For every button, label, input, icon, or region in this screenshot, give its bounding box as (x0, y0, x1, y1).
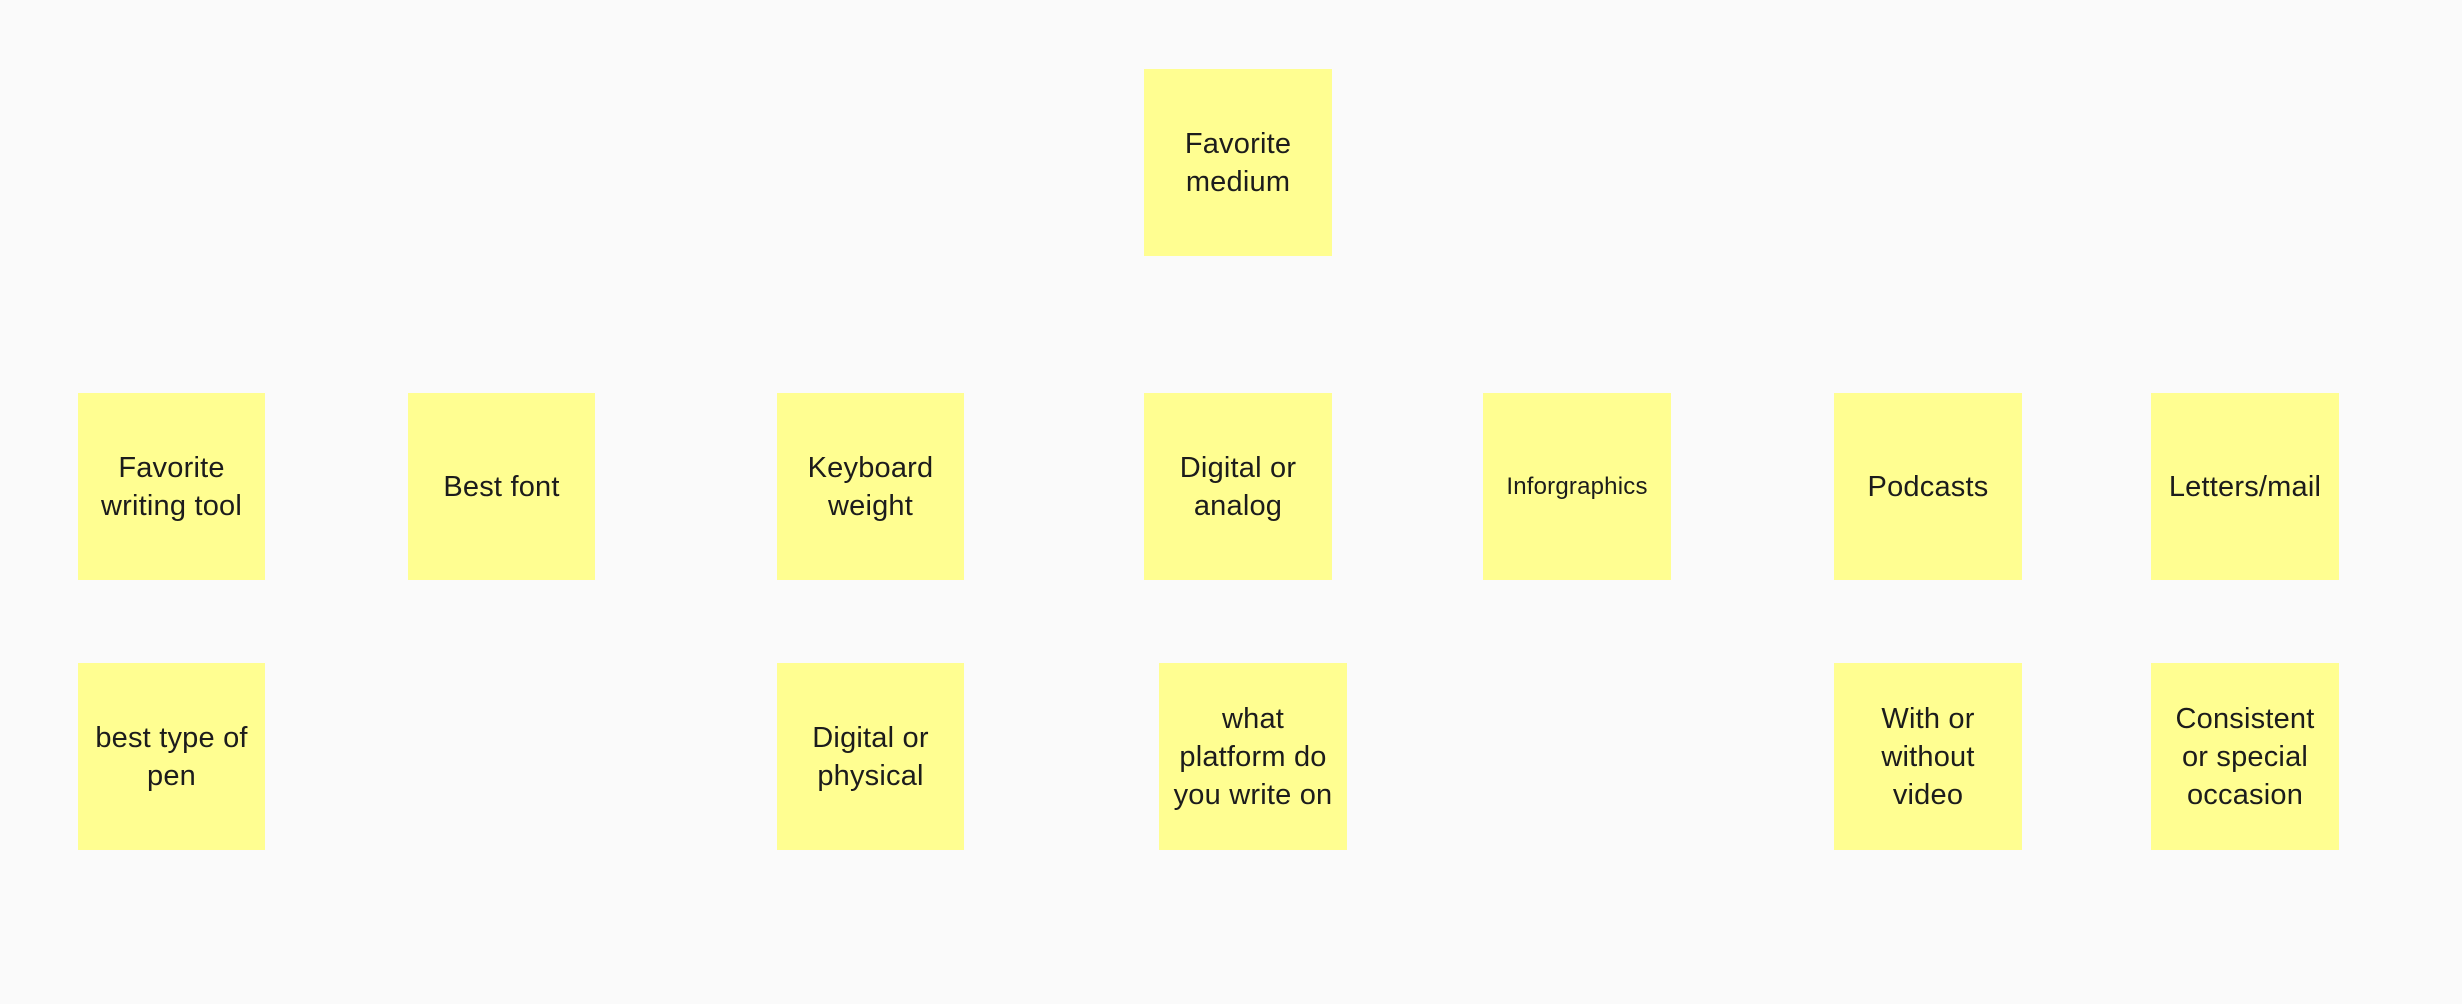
sticky-note-best-font[interactable]: Best font (408, 393, 595, 580)
sticky-note-text: Favorite writing tool (100, 451, 242, 522)
sticky-note-text: best type of pen (95, 721, 248, 792)
sticky-note-digital-or-physical[interactable]: Digital or physical (777, 663, 964, 850)
sticky-note-text: Digital or analog (1179, 451, 1297, 522)
sticky-note-text: what platform do you write on (1173, 702, 1333, 811)
sticky-note-text: Podcasts (1867, 470, 1989, 503)
sticky-note-digital-or-analog[interactable]: Digital or analog (1144, 393, 1332, 580)
sticky-note-text: Inforgraphics (1506, 472, 1648, 500)
sticky-note-text: Consistent or special occasion (2175, 702, 2315, 811)
sticky-note-favorite-medium[interactable]: Favorite medium (1144, 69, 1332, 256)
sticky-note-podcasts[interactable]: Podcasts (1834, 393, 2022, 580)
sticky-note-text: Favorite medium (1184, 127, 1292, 198)
sticky-note-with-or-without-video[interactable]: With or without video (1834, 663, 2022, 850)
sticky-note-text: Digital or physical (812, 721, 929, 792)
sticky-note-letters-mail[interactable]: Letters/mail (2151, 393, 2339, 580)
sticky-note-best-type-of-pen[interactable]: best type of pen (78, 663, 265, 850)
sticky-note-what-platform[interactable]: what platform do you write on (1159, 663, 1347, 850)
sticky-note-text: Best font (443, 470, 560, 503)
sticky-note-infographics[interactable]: Inforgraphics (1483, 393, 1671, 580)
sticky-note-favorite-writing-tool[interactable]: Favorite writing tool (78, 393, 265, 580)
sticky-note-text: Keyboard weight (807, 451, 934, 522)
sticky-note-consistent-or-special[interactable]: Consistent or special occasion (2151, 663, 2339, 850)
sticky-note-text: Letters/mail (2168, 470, 2322, 503)
sticky-note-keyboard-weight[interactable]: Keyboard weight (777, 393, 964, 580)
sticky-note-text: With or without video (1881, 702, 1975, 811)
